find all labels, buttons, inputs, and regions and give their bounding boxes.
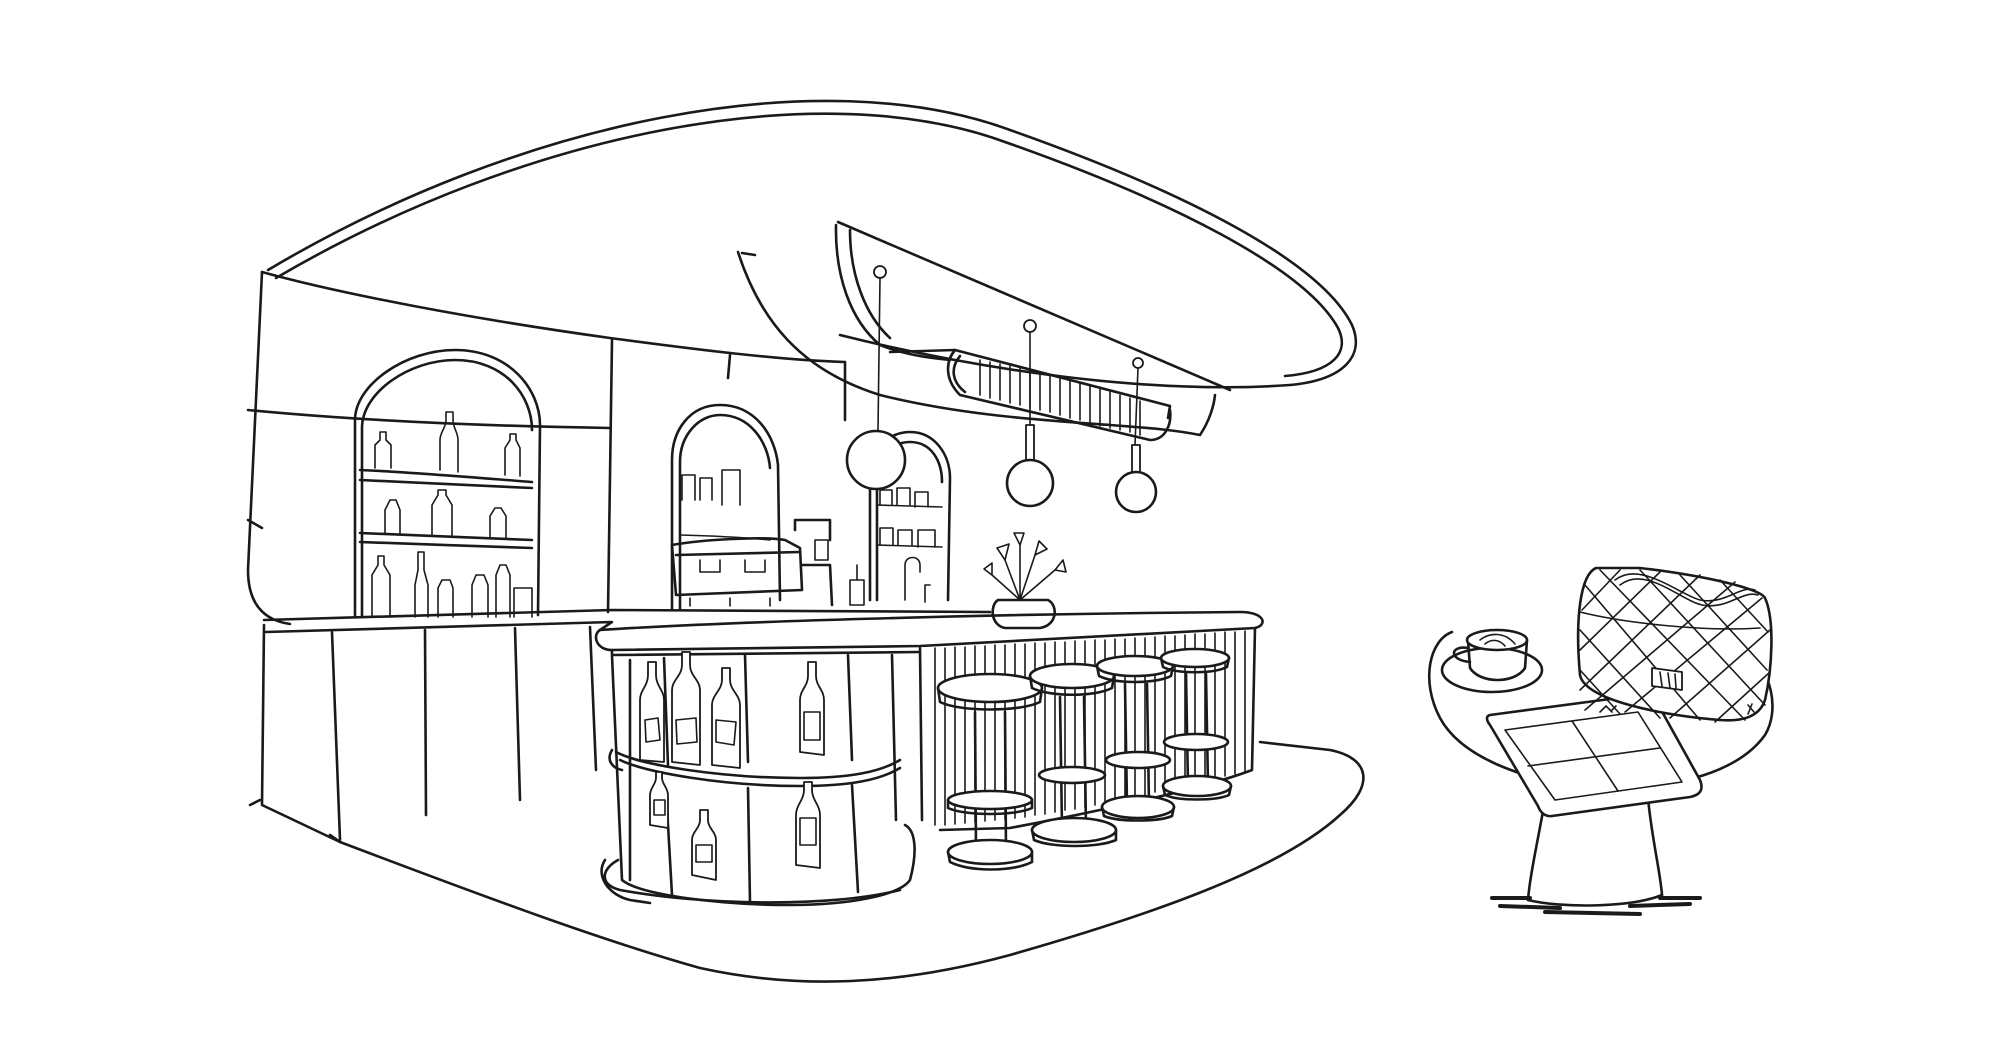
flower-vase-icon	[983, 532, 1067, 630]
floor-outline	[338, 740, 1365, 983]
bar-stool-icon-3	[1095, 654, 1176, 822]
bar-stool-icon-4	[1159, 647, 1233, 801]
hanging-canopy	[736, 220, 1232, 442]
left-arch-shelving	[353, 348, 542, 619]
back-wall	[246, 270, 847, 626]
quilted-handbag-icon	[1576, 566, 1773, 723]
left-wall-counter	[248, 608, 992, 844]
bar-stool-icon-1	[936, 672, 1044, 871]
ceiling-canopy	[266, 99, 1358, 389]
pendant-lamp-icon-center	[1005, 319, 1055, 508]
wine-bottle-icons	[639, 651, 825, 881]
center-arch-left	[670, 403, 782, 612]
pendant-lamp-icon-left	[845, 265, 907, 491]
bar-stool-icon-2	[1028, 662, 1118, 848]
faucet	[904, 556, 931, 603]
coffee-machine	[670, 518, 865, 607]
canopy-slats	[979, 359, 1141, 436]
left-arch-bottles	[371, 411, 533, 618]
coffee-cup-icon	[1440, 628, 1544, 694]
bottle-display-shelf	[600, 653, 916, 907]
pendant-lamp-icon-right	[1114, 357, 1158, 514]
